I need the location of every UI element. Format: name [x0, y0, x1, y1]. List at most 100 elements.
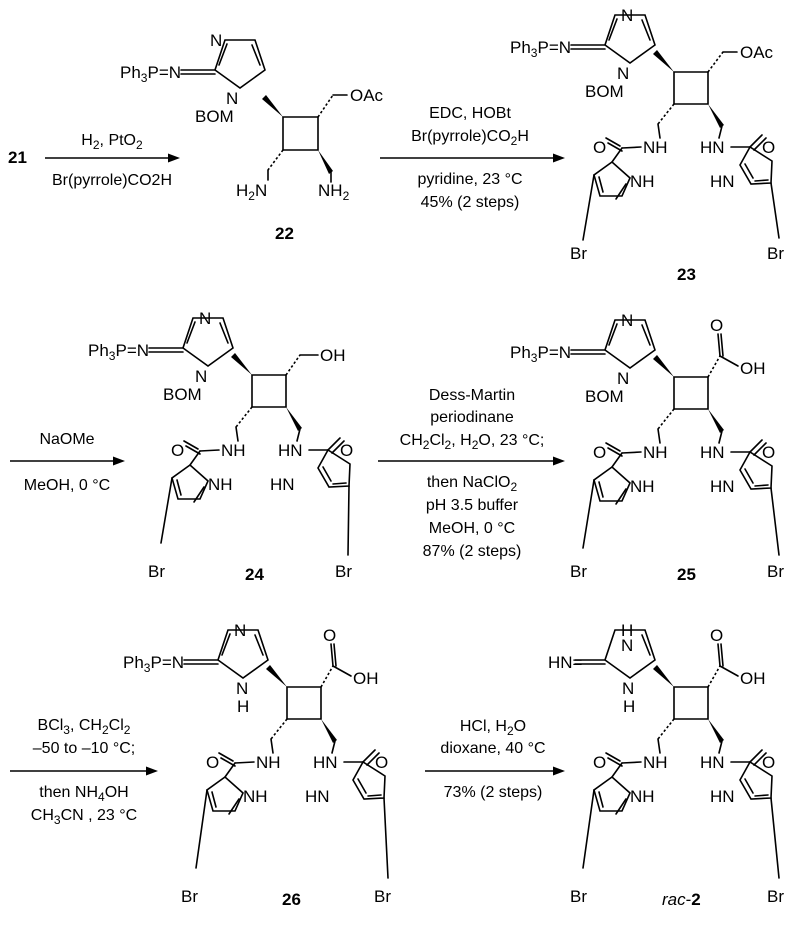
- compound-24-pyrrole-hn-right: HN: [270, 475, 295, 494]
- compound-26-n3: N: [234, 621, 246, 640]
- compound-rac-2-pyrrole-nh-left: NH: [630, 787, 655, 806]
- step-1-line-1: H2, PtO2: [81, 132, 143, 152]
- step-4-line-4: then NaClO2: [427, 474, 518, 494]
- compound-25-number: 25: [677, 565, 696, 584]
- compound-22-protect: BOM: [195, 107, 234, 126]
- compound-23-o-right: O: [762, 138, 775, 157]
- step-4: Dess-Martin periodinane CH2Cl2, H2O, 23 …: [378, 387, 565, 560]
- compound-23-n1: N: [617, 64, 629, 83]
- compound-26-protect: H: [237, 697, 249, 716]
- compound-23-side: OAc: [740, 43, 774, 62]
- compound-24-hn-right: HN: [278, 441, 303, 460]
- step-6-line-3: 73% (2 steps): [444, 784, 543, 801]
- step-2-line-1: EDC, HOBt: [429, 105, 511, 122]
- compound-26-n1: N: [236, 679, 248, 698]
- compound-24-o-left: O: [171, 441, 184, 460]
- compound-23-n3: N: [621, 6, 633, 25]
- compound-22: Ph3P=N N N BOM OAc H2N NH2 22: [120, 31, 384, 243]
- step-2-line-4: 45% (2 steps): [421, 194, 520, 211]
- step-5-line-2: –50 to –10 °C;: [33, 740, 135, 757]
- step-3-line-2: MeOH, 0 °C: [24, 477, 110, 494]
- compound-rac-2-nh-left: NH: [643, 753, 668, 772]
- compound-24-pyrrole-nh-left: NH: [208, 475, 233, 494]
- compound-23-br-right: Br: [767, 244, 784, 263]
- compound-23-nh-left: NH: [643, 138, 668, 157]
- compound-25-imine: Ph3P=N: [510, 343, 571, 365]
- compound-23-o-left: O: [593, 138, 606, 157]
- compound-rac-2-protect: H: [623, 697, 635, 716]
- compound-24-imine: Ph3P=N: [88, 341, 149, 363]
- step-4-line-5: pH 3.5 buffer: [426, 497, 519, 514]
- compound-25: Ph3P=N N N BOM O OH NH O NH Br HN O: [510, 311, 784, 584]
- compound-24-protect: BOM: [163, 385, 202, 404]
- compound-23-pyrrole-nh-left: NH: [630, 172, 655, 191]
- compound-24-br-left: Br: [148, 562, 165, 581]
- compound-25-br-right: Br: [767, 562, 784, 581]
- compound-rac-2-acid-oh: OH: [740, 669, 766, 688]
- step-4-line-7: 87% (2 steps): [423, 543, 522, 560]
- step-6: HCl, H2O dioxane, 40 °C 73% (2 steps): [425, 718, 565, 801]
- compound-26-o-left: O: [206, 753, 219, 772]
- compound-23-protect: BOM: [585, 82, 624, 101]
- step-5-line-1: BCl3, CH2Cl2: [38, 717, 131, 737]
- compound-26-br-right: Br: [374, 887, 391, 906]
- compound-23-br-left: Br: [570, 244, 587, 263]
- compound-rac-2-o-right: O: [762, 753, 775, 772]
- step-2-line-2: Br(pyrrole)CO2H: [411, 128, 529, 148]
- compound-25-acid-o: O: [710, 316, 723, 335]
- step-4-line-6: MeOH, 0 °C: [429, 520, 515, 537]
- compound-23-hn-right: HN: [700, 138, 725, 157]
- compound-25-o-left: O: [593, 443, 606, 462]
- compound-25-hn-right: HN: [700, 443, 725, 462]
- compound-26-pyrrole-hn-right: HN: [305, 787, 330, 806]
- compound-26-o-right: O: [375, 753, 388, 772]
- compound-rac-2-number: rac-2: [662, 890, 701, 909]
- compound-rac-2-o-left: O: [593, 753, 606, 772]
- compound-22-amine-left: H2N: [236, 181, 267, 203]
- compound-24-n3: N: [199, 309, 211, 328]
- step-5: BCl3, CH2Cl2 –50 to –10 °C; then NH4OH C…: [10, 717, 158, 827]
- step-4-line-1: Dess-Martin: [429, 387, 515, 404]
- compound-rac-2-br-right: Br: [767, 887, 784, 906]
- compound-24-br-right: Br: [335, 562, 352, 581]
- compound-25-acid-oh: OH: [740, 359, 766, 378]
- compound-rac-2-imine: HN=: [548, 653, 583, 672]
- compound-25-o-right: O: [762, 443, 775, 462]
- compound-25-br-left: Br: [570, 562, 587, 581]
- compound-rac-2-pyrrole-hn-right: HN: [710, 787, 735, 806]
- compound-rac-2-hn-right: HN: [700, 753, 725, 772]
- compound-26-number: 26: [282, 890, 301, 909]
- compound-26-acid-oh: OH: [353, 669, 379, 688]
- compound-24-side: OH: [320, 346, 346, 365]
- compound-25-pyrrole-nh-left: NH: [630, 477, 655, 496]
- step-5-line-4: CH3CN , 23 °C: [31, 807, 137, 827]
- compound-22-imine: Ph3P=N: [120, 63, 181, 85]
- step-4-line-2: periodinane: [430, 409, 514, 426]
- step-1-line-2: Br(pyrrole)CO2H: [52, 172, 172, 189]
- step-4-line-3: CH2Cl2, H2O, 23 °C;: [400, 432, 545, 452]
- compound-25-n1: N: [617, 369, 629, 388]
- step-3-line-1: NaOMe: [39, 431, 94, 448]
- compound-rac-2-n1: N: [622, 679, 634, 698]
- compound-26-acid-o: O: [323, 626, 336, 645]
- compound-25-n3: N: [621, 311, 633, 330]
- compound-24-nh-left: NH: [221, 441, 246, 460]
- compound-24: Ph3P=N N N BOM OH NH O NH Br HN O HN: [88, 309, 353, 584]
- step-3: NaOMe MeOH, 0 °C: [10, 431, 125, 494]
- compound-23: Ph3P=N N N BOM OAc NH O NH Br HN O H: [510, 6, 784, 284]
- compound-24-number: 24: [245, 565, 264, 584]
- compound-22-n3: N: [210, 31, 222, 50]
- compound-rac-2: HN= H N N H O OH NH O NH Br HN O: [548, 621, 784, 909]
- step-5-line-3: then NH4OH: [39, 784, 128, 804]
- compound-24-n1: N: [195, 367, 207, 386]
- compound-24-o-right: O: [340, 441, 353, 460]
- compound-25-pyrrole-hn-right: HN: [710, 477, 735, 496]
- compound-rac-2-br-left: Br: [570, 887, 587, 906]
- compound-23-pyrrole-hn-right: HN: [710, 172, 735, 191]
- compound-21-number: 21: [8, 148, 27, 167]
- step-6-line-1: HCl, H2O: [460, 718, 526, 738]
- compound-rac-2-n3-n: N: [621, 636, 633, 655]
- compound-rac-2-acid-o: O: [710, 626, 723, 645]
- compound-26-nh-left: NH: [256, 753, 281, 772]
- step-6-line-2: dioxane, 40 °C: [440, 740, 545, 757]
